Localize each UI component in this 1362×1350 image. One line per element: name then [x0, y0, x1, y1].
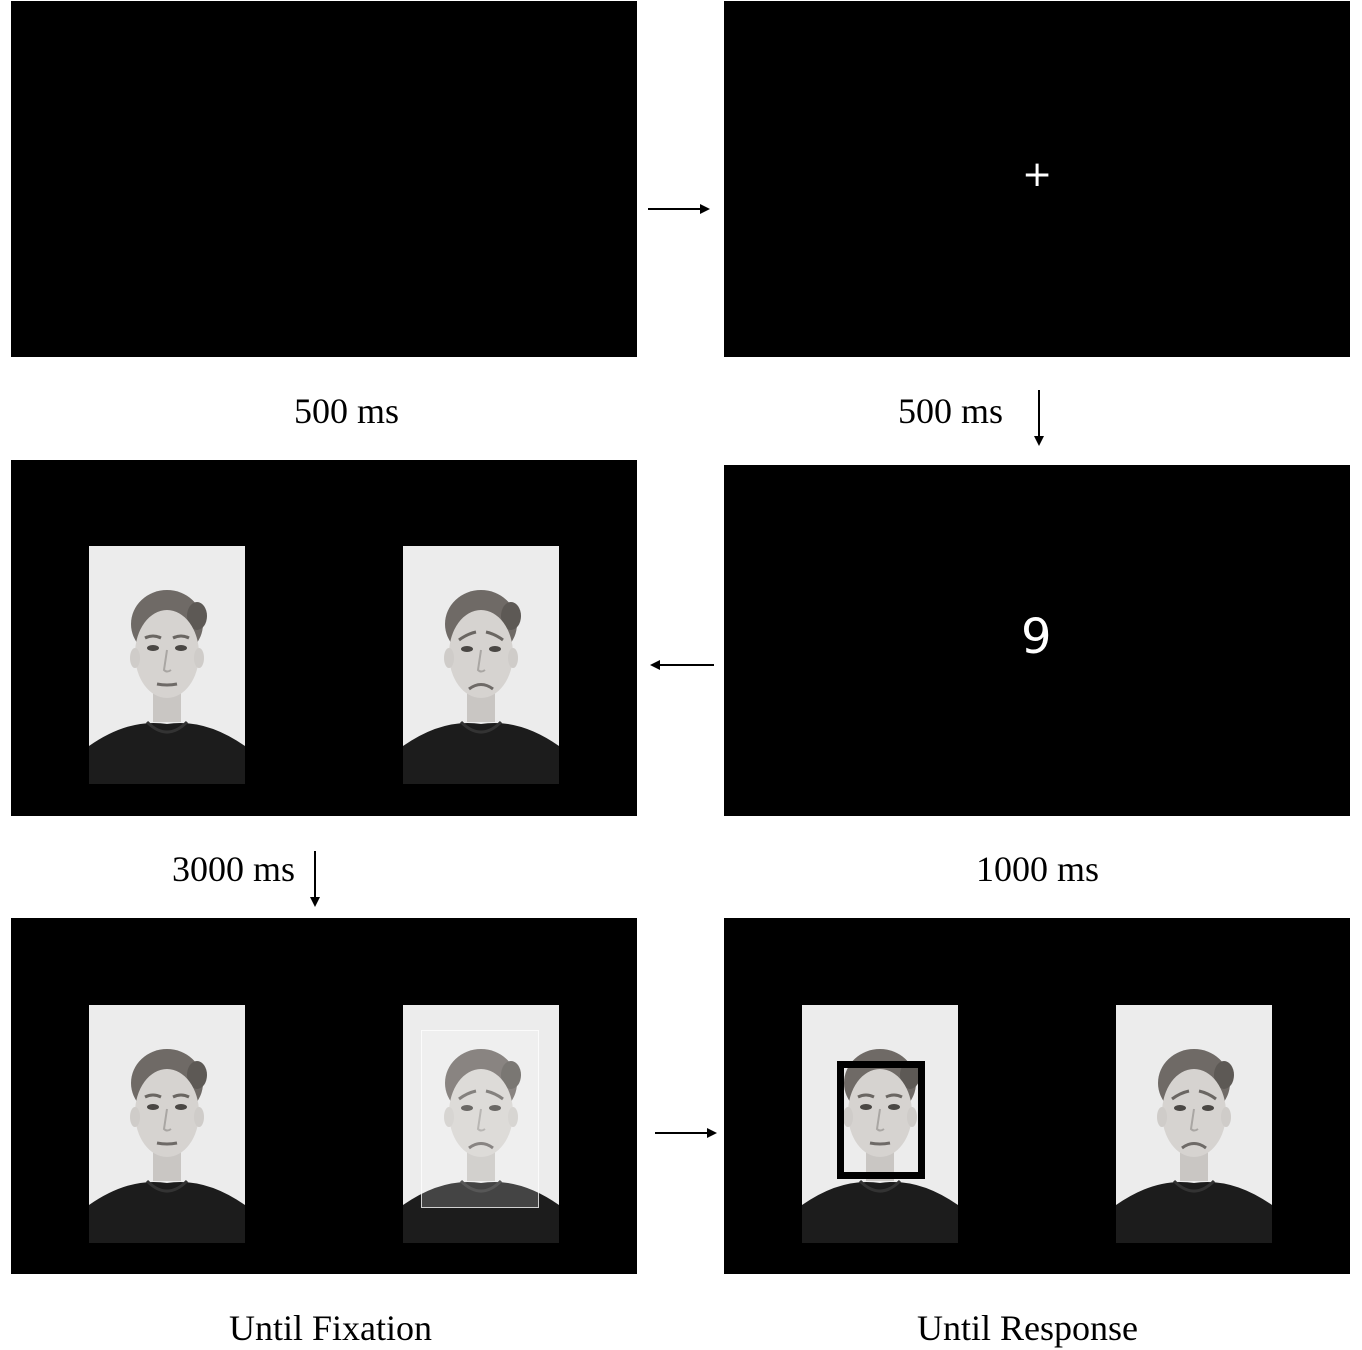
faces-fixation-screen [11, 918, 637, 1274]
faces-preview-screen [11, 460, 637, 816]
arrow-icon [650, 660, 714, 670]
sad-face-photo [403, 546, 559, 784]
fixation-duration-label: 500 ms [898, 391, 1004, 431]
neutral-face-photo [89, 546, 245, 784]
response-selection-box [837, 1061, 925, 1179]
arrow-icon [648, 204, 710, 214]
blank-screen [11, 1, 637, 357]
number-screen: 9 [724, 465, 1350, 816]
arrow-icon [310, 851, 320, 907]
neutral-face-photo [89, 1005, 245, 1243]
arrow-icon [655, 1128, 717, 1138]
number-stimulus: 9 [1021, 609, 1052, 665]
faces-response-screen [724, 918, 1350, 1274]
fixation-screen: + [724, 1, 1350, 357]
fixation-condition-label: Until Fixation [229, 1308, 433, 1348]
response-condition-label: Until Response [917, 1308, 1138, 1348]
fixation-region-box [421, 1030, 539, 1208]
fixation-cross: + [1022, 154, 1053, 195]
arrow-icon [1034, 390, 1044, 446]
number-duration-label: 1000 ms [976, 849, 1100, 889]
preview-duration-label: 3000 ms [172, 849, 296, 889]
blank-duration-label: 500 ms [294, 391, 400, 431]
sad-face-photo [1116, 1005, 1272, 1243]
